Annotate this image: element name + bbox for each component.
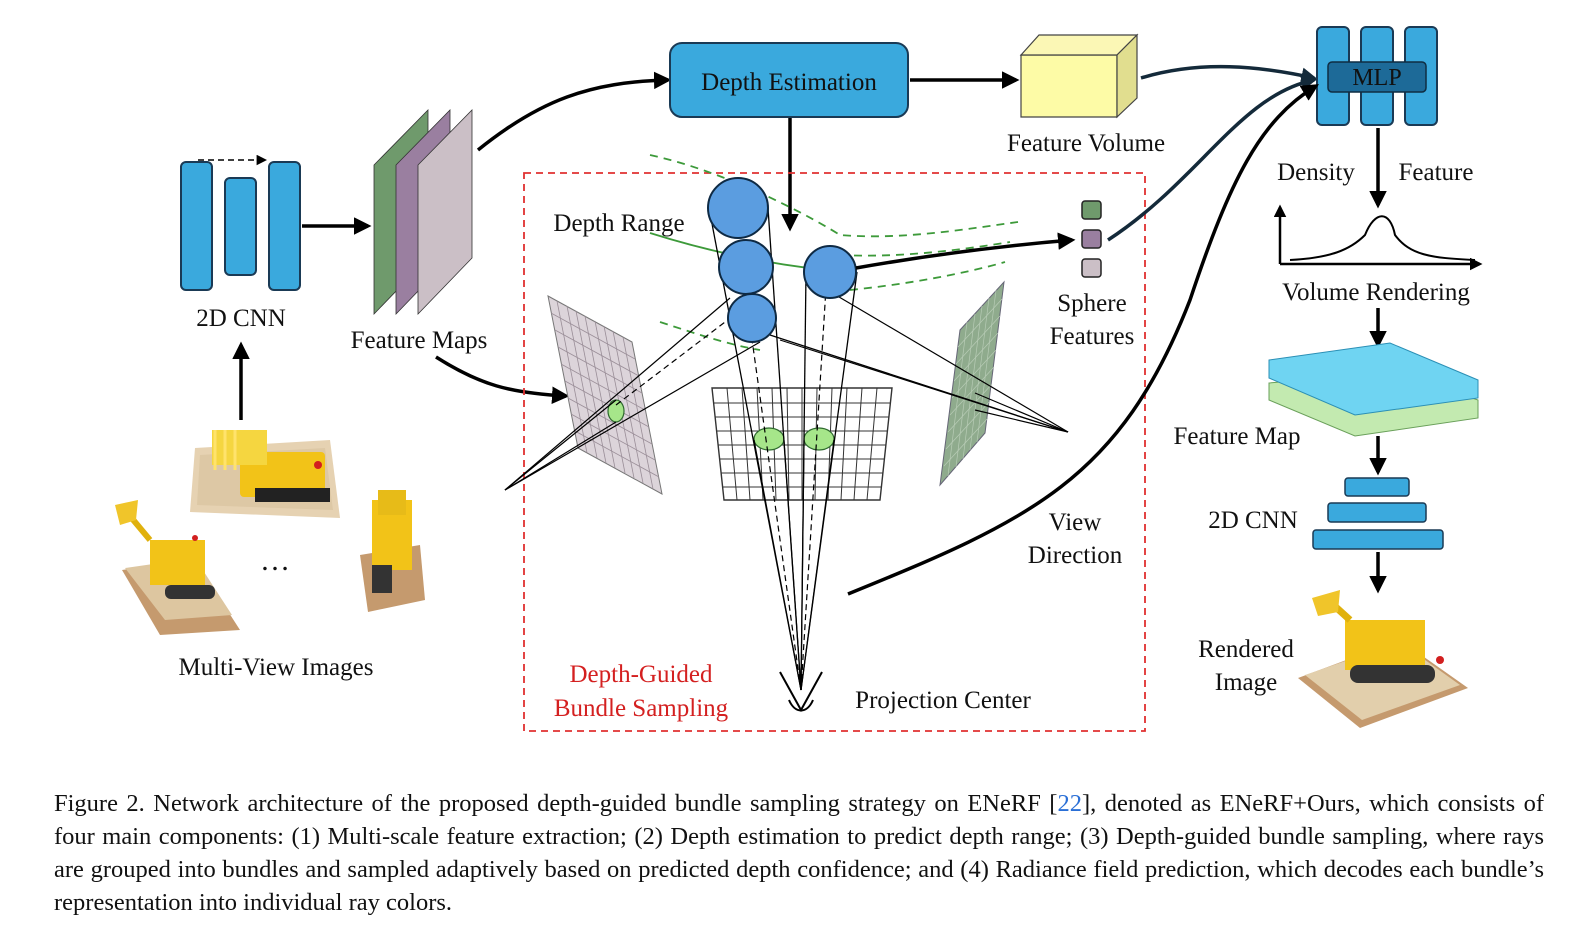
- volume-rendering-plot: Volume Rendering: [1273, 204, 1483, 306]
- bundle-sampling-label-line1: Depth-Guided: [569, 661, 713, 688]
- cnn-2d-left: 2D CNN: [180, 154, 301, 332]
- mlp-bar: [1327, 61, 1427, 93]
- input-view-image-right: [360, 490, 425, 612]
- caption-citation-link[interactable]: 22: [1057, 789, 1082, 817]
- caption-text-prefix: Figure 2. Network architecture of the pr…: [54, 789, 1058, 817]
- arrow-feature-maps-to-sampling: [435, 355, 570, 404]
- figure-caption: Figure 2. Network architecture of the pr…: [54, 787, 1544, 919]
- sphere-middle: [718, 239, 774, 295]
- output-feature-map: Feature Map: [1173, 342, 1479, 450]
- multi-view-images-label: Multi-View Images: [179, 654, 374, 681]
- feature-maps: Feature Maps: [351, 109, 488, 354]
- input-view-image-top: [190, 430, 340, 518]
- ellipsis-text: …: [260, 544, 290, 577]
- arrow-sphere-features-to-mlp: [1107, 74, 1318, 242]
- cnn-left-block-1: [180, 161, 213, 291]
- sphere-feature-green: [1081, 200, 1102, 220]
- density-label: Density: [1277, 159, 1355, 186]
- cnn-left-block-3: [268, 161, 301, 291]
- cnn-2d-left-label: 2D CNN: [196, 305, 286, 332]
- depth-estimation-box: [669, 42, 909, 118]
- view-direction-label-line2: Direction: [1028, 542, 1123, 569]
- depth-estimation-block: Depth Estimation: [669, 42, 909, 118]
- sphere-bottom: [727, 293, 777, 343]
- feature-maps-label: Feature Maps: [351, 327, 488, 354]
- depth-estimation-label: Depth Estimation: [701, 69, 877, 96]
- sphere-right: [803, 245, 857, 299]
- multi-view-images: … Multi-View Images: [115, 430, 425, 681]
- sampling-spheres: [707, 177, 857, 343]
- view-direction-label-line1: View: [1049, 509, 1102, 536]
- rendered-image: Rendered Image: [1198, 590, 1468, 728]
- mlp-label: MLP: [1352, 65, 1401, 91]
- volume-rendering-label: Volume Rendering: [1282, 279, 1470, 306]
- cnn-left-block-2: [224, 177, 257, 276]
- feature-map-layer-blue: [1268, 342, 1479, 416]
- sphere-feature-purple: [1081, 229, 1102, 249]
- sphere-top: [707, 177, 769, 239]
- sphere-features: Sphere Features: [1050, 200, 1135, 350]
- sphere-feature-pink: [1081, 258, 1102, 278]
- arrow-feature-volume-to-mlp: [1140, 64, 1318, 83]
- sphere-features-label-line1: Sphere: [1057, 290, 1126, 317]
- feature-volume-label: Feature Volume: [1007, 130, 1165, 157]
- rendered-image-label-line1: Rendered: [1198, 636, 1294, 663]
- feature-map-label: Feature Map: [1173, 423, 1300, 450]
- bundle-sampling-label-line2: Bundle Sampling: [554, 695, 729, 722]
- density-curve: [1289, 215, 1476, 261]
- caption-text-suffix: ], denoted as ENeRF+Ours, which consists…: [54, 789, 1544, 916]
- sampling-rays: [504, 207, 1069, 691]
- projection-center-label: Projection Center: [855, 687, 1031, 714]
- input-view-image-left: [115, 500, 240, 635]
- projection-center-icon: [779, 671, 823, 713]
- bundle-sampling-region: [523, 172, 1146, 732]
- depth-range-label: Depth Range: [553, 210, 684, 237]
- arrow-sphere-to-features: [855, 232, 1076, 270]
- cnn-right-layer-1: [1344, 477, 1410, 497]
- mlp-block: MLP: [1316, 26, 1438, 126]
- cnn-2d-right-label: 2D CNN: [1208, 507, 1298, 534]
- cnn-2d-right: 2D CNN: [1208, 477, 1444, 550]
- cnn-right-layer-2: [1327, 502, 1427, 523]
- rendered-image-label-line2: Image: [1215, 669, 1277, 696]
- source-view-grid-right: [939, 280, 1005, 487]
- cnn-right-layer-3: [1312, 529, 1444, 550]
- sphere-features-label-line2: Features: [1050, 323, 1135, 350]
- feature-label: Feature: [1399, 159, 1474, 186]
- left-view-footprint: [607, 399, 625, 423]
- arrow-feature-maps-to-depth-estimation: [476, 71, 672, 152]
- target-view-grid: [711, 387, 893, 501]
- architecture-diagram: … Multi-View Images 2D CNN Feature Maps …: [115, 26, 1483, 732]
- target-pixel-footprint-1: [753, 427, 785, 451]
- feature-map-pink: [417, 109, 473, 315]
- feature-volume-cube: Feature Volume: [1007, 33, 1165, 157]
- arrow-view-direction-to-mlp: [847, 84, 1319, 596]
- target-pixel-footprint-2: [803, 427, 835, 451]
